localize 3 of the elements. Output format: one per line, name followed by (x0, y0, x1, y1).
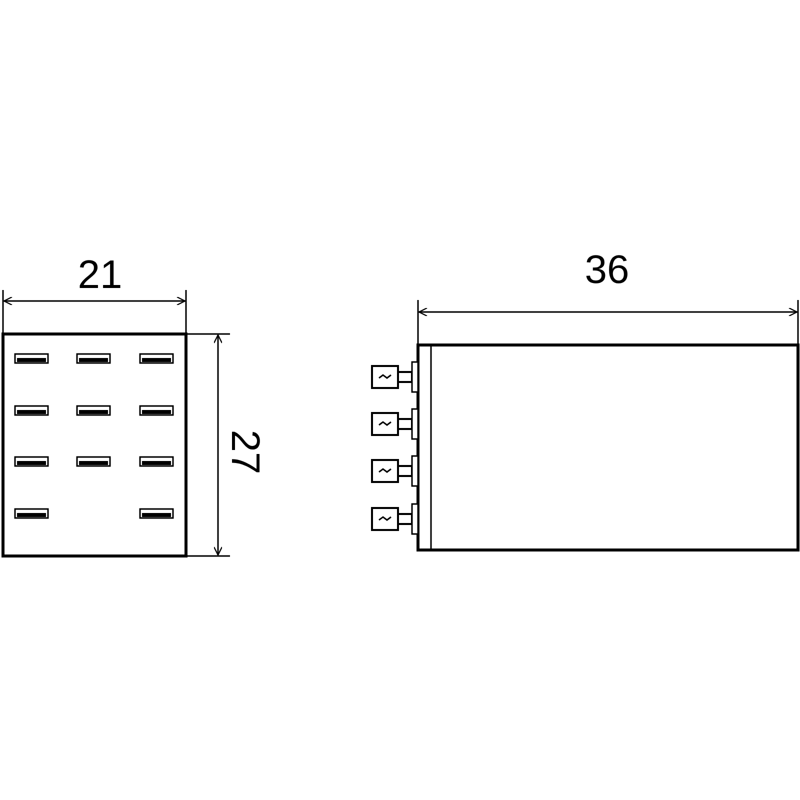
dimension-value: 21 (78, 255, 122, 295)
dimension-value: 27 (225, 430, 265, 474)
dimension-value: 36 (584, 250, 630, 290)
